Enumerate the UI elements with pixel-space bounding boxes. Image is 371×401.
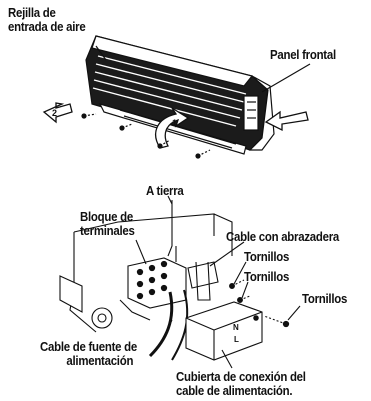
label-line: Bloque de [80, 209, 133, 224]
label-screws-3: Tornillos [302, 291, 348, 306]
cover-mark-l: L [234, 335, 239, 344]
leader-ground [167, 195, 173, 205]
label-line: Rejilla de [8, 5, 56, 20]
leader-grille [95, 45, 107, 61]
chassis-frame [69, 213, 233, 333]
front-panel [248, 75, 275, 151]
label-line: Cubierta de conexión del [176, 369, 306, 384]
leader-front-panel [261, 63, 311, 93]
cable-connection-cover [185, 301, 263, 361]
terminal-figure [59, 195, 301, 369]
label-clamped-cable: Cable con abrazadera [226, 229, 339, 244]
ground-wire [167, 200, 177, 262]
label-front-panel: Panel frontal [270, 47, 336, 62]
arrow-number-2: 2 [52, 108, 57, 118]
leader-screws-2 [241, 281, 249, 299]
label-line: entrada de aire [8, 19, 86, 34]
label-cable-cover: Cubierta de conexión del cable de alimen… [176, 370, 306, 398]
indoor-unit-figure [42, 35, 311, 159]
pull-arrow-left [42, 102, 73, 124]
screw-icons-bottom [229, 279, 290, 328]
label-power-cable: Cable de fuente de alimentación [40, 340, 137, 368]
label-screws-2: Tornillos [244, 269, 290, 284]
unit-top-face [91, 35, 254, 87]
label-line: alimentación [66, 353, 134, 368]
pulley [91, 307, 113, 329]
label-ground: A tierra [146, 183, 184, 198]
label-line: terminales [80, 223, 135, 238]
cover-mark-n: N [233, 323, 239, 332]
screw-icons-top [81, 113, 211, 159]
leader-power-cable [159, 319, 173, 345]
leader-terminal-block [135, 239, 147, 265]
label-air-inlet-grille: Rejilla de entrada de aire [8, 5, 86, 34]
terminal-screws [136, 260, 168, 300]
rotate-arrow [155, 107, 190, 149]
terminal-block [127, 257, 187, 309]
leader-cover [221, 349, 233, 369]
arrow-number-1: 1 [172, 118, 177, 128]
cable-clamp [187, 261, 219, 289]
air-inlet-grille [92, 55, 247, 127]
leader-screws-3 [287, 305, 301, 321]
label-terminal-block: Bloque de terminales [80, 210, 135, 238]
label-line: Cable de fuente de [40, 339, 137, 354]
label-screws-1: Tornillos [244, 249, 290, 264]
push-arrow-right [264, 110, 309, 132]
leader-screws-1 [233, 261, 247, 285]
leader-clamped-cable [209, 241, 245, 267]
label-line: cable de alimentación. [176, 383, 293, 398]
